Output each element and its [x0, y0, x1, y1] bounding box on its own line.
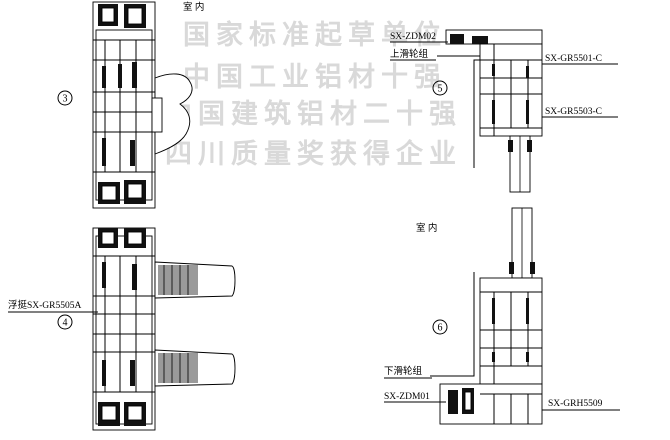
marker-3: 3 [57, 90, 73, 106]
marker-4-number: 4 [63, 318, 68, 329]
label-lower-pulley: 下滑轮组 [384, 365, 423, 377]
watermark-line-3: 中国建筑铝材二十强 [165, 98, 462, 130]
indoor-label-top: 室 内 [183, 1, 204, 13]
watermark: 国家标准起草单位 中国工业铝材十强 中国建筑铝材二十强 四川质量奖获得企业 [165, 19, 462, 170]
marker-3-number: 3 [63, 94, 68, 105]
watermark-line-4: 四川质量奖获得企业 [165, 138, 462, 170]
marker-6: 6 [432, 319, 448, 335]
marker-4: 4 [57, 314, 73, 330]
indoor-label-bottom: 室 内 [416, 222, 437, 234]
label-upper-pulley: 上滑轮组 [390, 48, 429, 60]
label-sxzdm02: SX-ZDM02 [390, 32, 436, 42]
section-4-profile [8, 227, 236, 431]
label-gr5503c: SX-GR5503-C [545, 107, 602, 117]
watermark-line-1: 国家标准起草单位 [183, 19, 447, 51]
marker-6-number: 6 [438, 323, 443, 334]
label-grh5509: SX-GRH5509 [548, 399, 603, 409]
label-float-mullion: 浮挺SX-GR5505A [8, 299, 82, 311]
marker-5-number: 5 [438, 84, 443, 95]
watermark-line-2: 中国工业铝材十强 [183, 62, 447, 93]
label-sxzdm01: SX-ZDM01 [384, 392, 430, 402]
section-6-profile [430, 207, 543, 425]
section-5-profile [437, 29, 543, 193]
section-3-profile [92, 1, 193, 209]
label-gr5501c: SX-GR5501-C [545, 54, 602, 64]
marker-5: 5 [432, 80, 448, 96]
